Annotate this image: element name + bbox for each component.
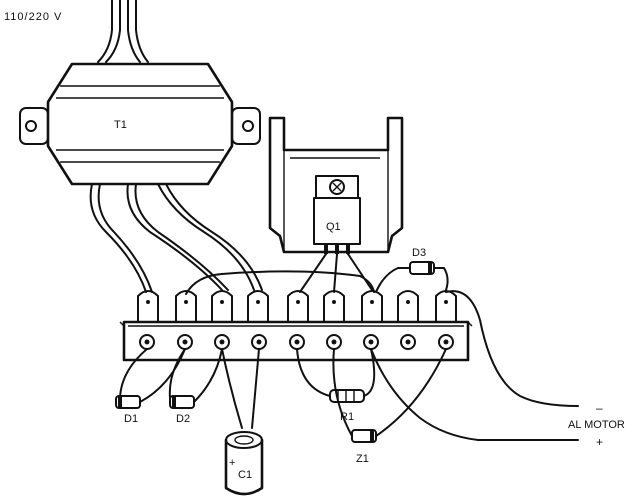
motor-wires bbox=[370, 290, 579, 441]
transformer-t1: T1 bbox=[19, 62, 261, 186]
diode-d3: D3 bbox=[375, 247, 449, 293]
motor-plus-label: + bbox=[596, 435, 603, 449]
transformer-label: T1 bbox=[114, 119, 127, 131]
mains-voltage-label: 110/220 V bbox=[4, 11, 62, 23]
diode-d1-label: D1 bbox=[124, 413, 138, 425]
terminal-lugs bbox=[137, 290, 457, 323]
transistor-label: Q1 bbox=[326, 221, 341, 233]
motor-label: AL MOTOR bbox=[568, 419, 625, 431]
terminal-eyelets bbox=[139, 334, 454, 350]
bridge-wire bbox=[185, 270, 375, 295]
transistor-q1: Q1 bbox=[313, 175, 361, 254]
mains-wires bbox=[97, 0, 149, 63]
diode-d2: D2 bbox=[168, 348, 223, 425]
diode-d1: D1 bbox=[115, 348, 186, 425]
capacitor-label: C1 bbox=[238, 469, 252, 481]
diode-d3-label: D3 bbox=[412, 247, 426, 259]
capacitor-wires bbox=[221, 348, 260, 429]
transformer-secondary-wires bbox=[89, 183, 263, 293]
motor-minus-label: – bbox=[596, 401, 603, 415]
zener-label: Z1 bbox=[356, 453, 369, 465]
heatsink bbox=[268, 116, 404, 254]
terminal-strip bbox=[119, 320, 473, 362]
capacitor-c1: + C1 bbox=[224, 431, 264, 496]
diode-d2-label: D2 bbox=[176, 413, 190, 425]
zener-z1: Z1 bbox=[332, 348, 447, 465]
capacitor-polarity: + bbox=[229, 457, 235, 469]
